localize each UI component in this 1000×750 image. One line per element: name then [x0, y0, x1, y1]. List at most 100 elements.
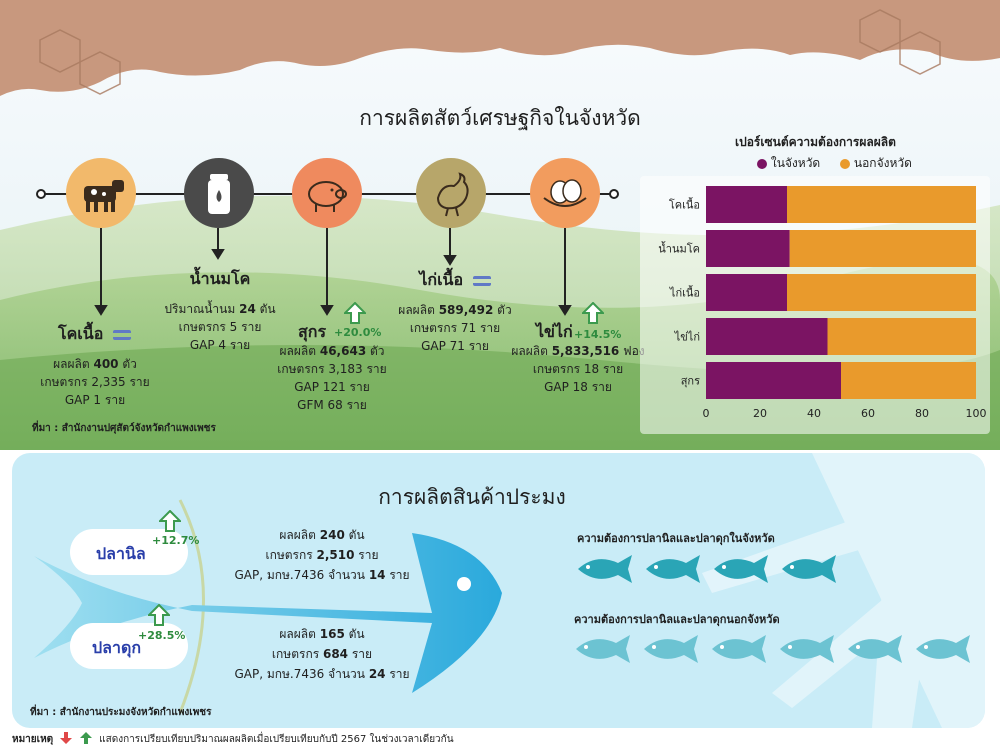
bar-out-province: [827, 318, 976, 355]
fishery-source: ที่มา : สำนักงานประมงจังหวัดกำแพงเพชร: [30, 707, 212, 718]
beef-cattle-block: โคเนื้อ ผลผลิต 400 ตัว เกษตรกร 2,335 ราย…: [20, 322, 170, 409]
catfish-badge: ปลาดุก: [70, 623, 188, 669]
cow-milk-name: น้ำนมโค: [189, 269, 251, 288]
category-label: ไก่เนื้อ: [669, 285, 700, 300]
cow-milk-volume: ปริมาณน้ำนม 24 ตัน: [164, 302, 276, 316]
livestock-section: การผลิตสัตว์เศรษฐกิจในจังหวัด โคเนื้อ: [0, 0, 1000, 450]
bar-out-province: [787, 186, 976, 223]
timeline-end-dot: [609, 189, 619, 199]
cow-icon: [66, 158, 136, 228]
note-bar: หมายเหตุ แสดงการเปรียบเทียบปริมาณผลผลิตเ…: [12, 731, 454, 748]
bar-out-province: [789, 230, 976, 267]
tilapia-farmers: เกษตรกร 2,510 ราย: [265, 548, 379, 562]
beef-cattle-farmers: เกษตรกร 2,335 ราย: [40, 375, 150, 389]
swine-gfm: GFM 68 ราย: [297, 398, 367, 412]
fish-icon: [640, 633, 702, 669]
sun-rays: [702, 453, 985, 728]
x-tick-label: 60: [861, 407, 875, 420]
up-arrow-icon: [146, 603, 172, 626]
catfish-name: ปลาดุก: [92, 638, 142, 657]
broiler-name: ไก่เนื้อ: [419, 270, 464, 289]
fish-icon: [708, 633, 770, 669]
fish-icon: [776, 633, 838, 669]
legend-dot-out: [840, 158, 851, 169]
legend-label-in: ในจังหวัด: [770, 156, 821, 170]
bar-in-province: [706, 318, 828, 355]
livestock-source: ที่มา : สำนักงานปศุสัตว์จังหวัดกำแพงเพชร: [32, 423, 216, 434]
beef-cattle-production: ผลผลิต 400 ตัว: [53, 357, 137, 371]
catfish-stats: ผลผลิต 165 ตัน เกษตรกร 684 ราย GAP, มกษ.…: [222, 624, 422, 684]
eggs-icon: [530, 158, 600, 228]
bar-out-province: [787, 274, 976, 311]
category-label: ไข่ไก่: [674, 331, 700, 344]
cow-milk-gap: GAP 4 ราย: [189, 338, 251, 352]
fish-skeleton-graphic: [34, 499, 502, 714]
livestock-title: การผลิตสัตว์เศรษฐกิจในจังหวัด: [359, 106, 641, 130]
tilapia-name: ปลานิล: [96, 544, 146, 563]
broiler-production: ผลผลิต 589,492 ตัว: [398, 303, 512, 317]
eggs-change: +14.5%: [574, 328, 622, 341]
up-arrow-icon: [580, 301, 606, 324]
bar-in-province: [706, 274, 787, 311]
eggs-production: ผลผลิต 5,833,516 ฟอง: [511, 344, 645, 358]
up-arrow-icon: [342, 301, 368, 324]
pig-icon: [292, 158, 362, 228]
swine-production: ผลผลิต 46,643 ตัว: [279, 344, 385, 358]
up-arrow-icon: [79, 731, 93, 748]
note-label: หมายเหตุ: [12, 734, 54, 745]
pointer-arrows: [94, 228, 572, 316]
demand-out-label: ความต้องการปลานิลและปลาดุกนอกจังหวัด: [574, 613, 780, 626]
catfish-change: +28.5%: [138, 629, 186, 642]
swine-name: สุกร: [298, 322, 327, 341]
bar-in-province: [706, 186, 787, 223]
fishery-section: การผลิตสินค้าประมง ปลานิล +12.7% ผลผลิต …: [12, 453, 985, 728]
cow-milk-farmers: เกษตรกร 5 ราย: [178, 320, 262, 334]
tilapia-change: +12.7%: [152, 534, 200, 547]
chicken-icon: [416, 158, 486, 228]
broiler-block: ไก่เนื้อ ผลผลิต 589,492 ตัว เกษตรกร 71 ร…: [385, 268, 525, 355]
note-text: แสดงการเปรียบเทียบปริมาณผลผลิตเมื่อเปรีย…: [99, 734, 454, 745]
tilapia-stats: ผลผลิต 240 ตัน เกษตรกร 2,510 ราย GAP, มก…: [222, 525, 422, 585]
broiler-farmers: เกษตรกร 71 ราย: [409, 321, 501, 335]
eggs-gap: GAP 18 ราย: [544, 380, 612, 394]
legend-dot-in: [757, 158, 767, 169]
category-label: น้ำนมโค: [658, 241, 700, 256]
chart-legend: ในจังหวัด นอกจังหวัด: [757, 154, 912, 173]
tilapia-badge: ปลานิล: [70, 529, 188, 575]
eggs-farmers: เกษตรกร 18 ราย: [532, 362, 624, 376]
chart-title: เปอร์เซนต์ความต้องการผลผลิต: [735, 135, 896, 149]
category-label: สุกร: [681, 375, 700, 388]
beef-cattle-name: โคเนื้อ: [58, 324, 104, 343]
x-tick-label: 20: [753, 407, 767, 420]
fish-icon: [778, 553, 840, 589]
eggs-name: ไข่ไก่: [536, 322, 573, 341]
fish-icon: [710, 553, 772, 589]
demand-in-label: ความต้องการปลานิลและปลาดุกในจังหวัด: [577, 532, 775, 545]
fish-icon: [912, 633, 974, 669]
demand-in-fish-row: [574, 553, 874, 589]
x-tick-label: 80: [915, 407, 929, 420]
catfish-farmers: เกษตรกร 684 ราย: [271, 647, 373, 661]
beef-cattle-gap: GAP 1 ราย: [64, 393, 126, 407]
legend-label-out: นอกจังหวัด: [853, 156, 912, 170]
swine-change: +20.0%: [334, 326, 382, 339]
swine-gap: GAP 121 ราย: [294, 380, 370, 394]
bar-out-province: [841, 362, 976, 399]
x-tick-label: 0: [703, 407, 710, 420]
equal-icon: [112, 329, 131, 340]
bar-in-province: [706, 362, 841, 399]
fish-icon: [574, 553, 636, 589]
timeline-start-dot: [36, 189, 46, 199]
fish-icon: [642, 553, 704, 589]
down-arrow-icon: [59, 731, 73, 748]
fish-icon: [572, 633, 634, 669]
x-tick-label: 40: [807, 407, 821, 420]
tilapia-production: ผลผลิต 240 ตัน: [279, 528, 365, 542]
catfish-production: ผลผลิต 165 ตัน: [279, 627, 365, 641]
milk-can-icon: [184, 158, 254, 228]
bar-in-province: [706, 230, 790, 267]
fish-icon: [844, 633, 906, 669]
eggs-block: ไข่ไก่ +14.5% ผลผลิต 5,833,516 ฟอง เกษตร…: [498, 301, 658, 396]
broiler-gap: GAP 71 ราย: [421, 339, 489, 353]
